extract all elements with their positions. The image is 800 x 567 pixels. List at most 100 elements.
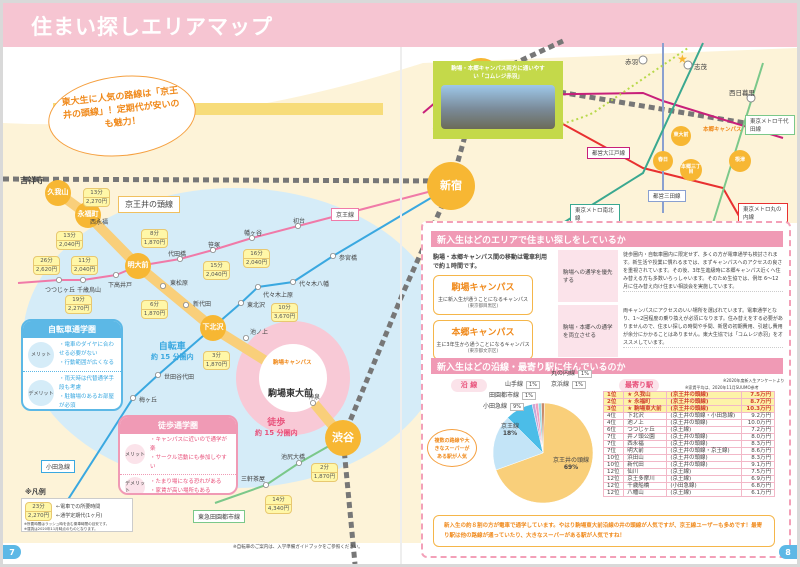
line-label: 都営大江戸線: [587, 147, 631, 159]
bike-zone-label: 自転車約 15 分圏内: [151, 339, 194, 362]
line-cell: (京王線): [666, 475, 743, 483]
info-panel: 新入生はどのエリアで住まい探しをしているか 駒場・本郷キャンパス間の移動は電車利…: [421, 221, 791, 558]
legend-note: ※所要時間はラッシュ時を含む乗車時間の目安です。: [24, 522, 110, 526]
station-label[interactable]: 三軒茶屋: [241, 476, 266, 483]
station-label[interactable]: 神泉: [308, 394, 321, 401]
station-dot: [130, 394, 137, 401]
photo-caption: 駒場・本郷キャンパス両方に通いやすい「コムレジ赤羽」: [451, 66, 545, 80]
survey-note: ※2020年度新入生アンケートより: [723, 378, 785, 383]
station-label[interactable]: 東北沢: [247, 302, 266, 309]
pie-label-name: 京王井の頭線: [553, 457, 590, 464]
station-dot: [329, 252, 336, 259]
ranking-row: 1位★ 久我山(京王井の頭線)7.5万円: [602, 391, 775, 399]
commuter-fare: 2,040円: [57, 240, 82, 248]
bike-zone-range: 約 15 分圏内: [151, 353, 194, 361]
rank-cell: 2位: [602, 398, 625, 406]
station-cell: 新代田: [623, 461, 668, 469]
station-label[interactable]: 梅ヶ丘: [139, 397, 158, 404]
legend-title: ※凡例: [25, 488, 46, 496]
rent-cell: 7.2万円: [741, 426, 775, 434]
line-label: 東京メトロ千代田線: [745, 115, 795, 135]
station-dot: [209, 246, 216, 253]
major-station[interactable]: 下北沢: [200, 315, 226, 341]
merit-label: メリット: [125, 444, 145, 464]
pie-label-name: 山手線: [505, 381, 524, 388]
line-label: 都営三田線: [648, 190, 686, 202]
travel-time: 11分: [78, 258, 91, 264]
station-label[interactable]: 世田谷代田: [164, 374, 195, 381]
section1-title: 新入生はどのエリアで住まい探しをしているか: [431, 231, 783, 247]
ranking-row: 3位★ 駒場東大前(京王井の頭線)10.3万円: [602, 405, 775, 413]
rank-cell: 12位: [602, 482, 625, 490]
station-label[interactable]: 代田橋: [168, 251, 187, 258]
station-cell: つつじヶ丘: [623, 426, 668, 434]
station-label[interactable]: 代々木上原: [263, 292, 294, 299]
rank-cell: 10位: [602, 454, 625, 462]
station-label[interactable]: 西日暮里: [729, 89, 755, 97]
station-label[interactable]: 新代田: [193, 301, 212, 308]
station-label[interactable]: 下高井戸: [108, 282, 133, 289]
station-label[interactable]: 初台: [293, 218, 306, 225]
hongo-station[interactable]: 東大前: [671, 126, 691, 146]
travel-time: 26分: [40, 258, 53, 264]
rent-cell: 6.1万円: [741, 489, 775, 497]
rank-cell: 7位: [602, 447, 625, 455]
travel-time: 13分: [63, 233, 76, 239]
rank-cell: 12位: [602, 475, 625, 483]
ranking-row: 12位京王多摩川(京王線)6.9万円: [602, 475, 775, 483]
station-cell: ★ 永福町: [623, 398, 668, 406]
rent-cell: 8.0万円: [741, 433, 775, 441]
station-label[interactable]: 西永福: [90, 219, 109, 226]
station-label[interactable]: 千歳烏山: [77, 287, 102, 294]
station-label[interactable]: 志茂: [694, 63, 707, 71]
pie-slice: [495, 402, 594, 504]
station-label[interactable]: 幡ヶ谷: [244, 230, 263, 237]
station-tag: 最寄り駅: [619, 379, 659, 392]
travel-time: 10分: [278, 305, 291, 311]
rank-cell: 4位: [602, 412, 625, 420]
hongo-station[interactable]: 春日: [653, 151, 673, 171]
station-label[interactable]: 池ノ上: [250, 329, 269, 336]
merit-label: メリット: [28, 341, 54, 368]
rank-cell: 12位: [602, 468, 625, 476]
hongo-station[interactable]: 根津: [729, 150, 751, 172]
rent-note: ※家賃平均は、2020年11月SUUMO参考: [685, 385, 759, 390]
demerit-item: ・駐輪場のあるお部屋が必須: [59, 394, 115, 409]
ranking-row: 10位新代田(京王井の頭線)9.1万円: [602, 461, 775, 469]
station-label[interactable]: 東松原: [170, 280, 189, 287]
station-label[interactable]: 池尻大橋: [281, 454, 306, 461]
station-dot: [746, 93, 756, 103]
station-label[interactable]: 参宮橋: [339, 255, 358, 262]
station-label[interactable]: 代々木八幡: [299, 281, 330, 288]
legend-fare: 2,270円: [26, 511, 51, 519]
merit-item: ・サークル活動にも参加しやすい: [150, 455, 227, 470]
station-label[interactable]: つつじヶ丘: [45, 287, 76, 294]
rank-cell: 6位: [602, 426, 625, 434]
ranking-row: 12位八幡山(京王線)6.1万円: [602, 489, 775, 497]
major-station[interactable]: 明大前: [125, 253, 151, 279]
ranking-row: 7位明大前(京王井の頭線・京王線)8.6万円: [602, 447, 775, 455]
station-dot: [295, 459, 302, 466]
major-station[interactable]: 渋谷: [325, 420, 361, 456]
hongo-station[interactable]: 本郷三丁目: [680, 159, 702, 181]
pie-label-value: 9%: [510, 403, 524, 411]
major-station[interactable]: 新宿: [427, 162, 475, 210]
station-label[interactable]: 笹塚: [208, 242, 221, 249]
line-cell: (京王井の頭線): [666, 461, 743, 469]
line-cell: (京王井の頭線): [666, 440, 743, 448]
rank-cell: 7位: [602, 440, 625, 448]
station-label[interactable]: 赤羽: [625, 58, 638, 66]
komaba-campus-label: 駒場キャンパス: [273, 360, 312, 366]
comreji-akabane-photo-box: 駒場・本郷キャンパス両方に通いやすい「コムレジ赤羽」: [433, 61, 563, 139]
demerit-item: ・雨天時は代替通学手段も考慮: [59, 376, 115, 391]
komaba-campus-card: 駒場キャンパス主に新入生が通うことになるキャンパス(東京都目黒区): [433, 275, 533, 315]
merit-item: ・行動範囲が広くなる: [59, 360, 115, 366]
commuter-fare: 2,620円: [34, 265, 59, 273]
major-station[interactable]: 久我山: [45, 180, 71, 206]
commuter-fare: 1,870円: [312, 472, 337, 480]
